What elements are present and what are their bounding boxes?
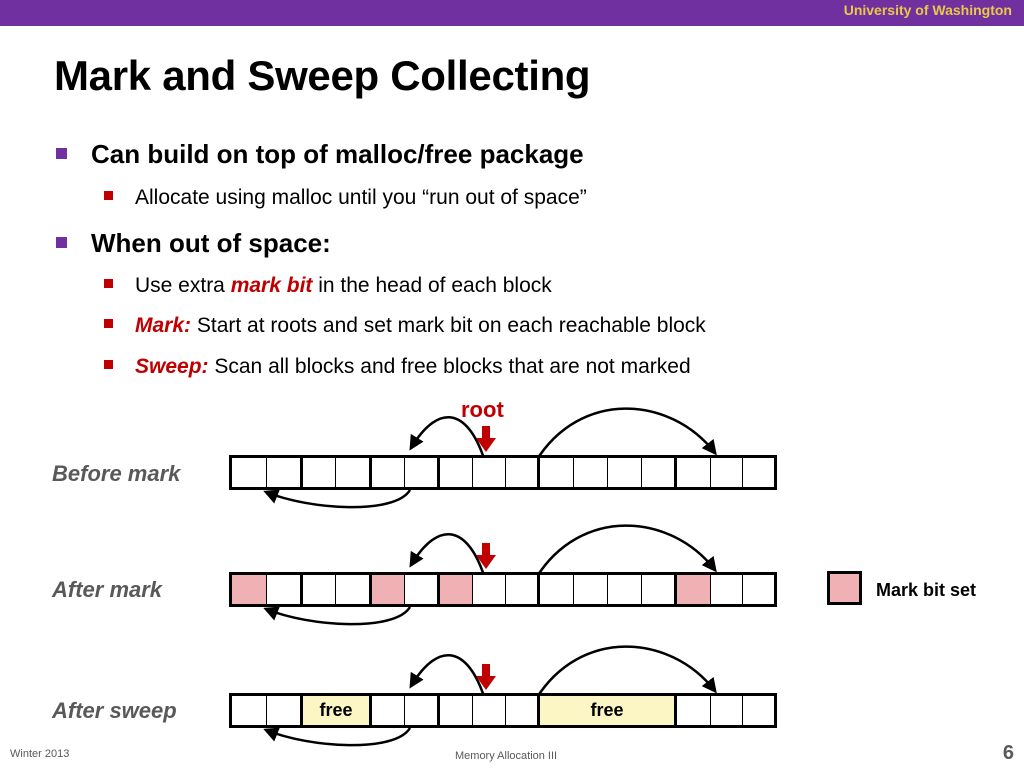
bullet-1-text: Can build on top of malloc/free package <box>91 139 584 169</box>
heap-word <box>267 696 303 725</box>
heap-word <box>711 696 743 725</box>
footer-term: Winter 2013 <box>10 748 70 760</box>
heap-word <box>677 696 711 725</box>
heap-word <box>743 575 774 604</box>
header-bar: University of Washington <box>0 0 1024 26</box>
heap-word <box>506 696 540 725</box>
heap-word <box>574 458 608 487</box>
heap-word <box>642 458 677 487</box>
pointer-arrow <box>263 606 412 626</box>
slide-title: Mark and Sweep Collecting <box>54 52 591 99</box>
heap-word-marked <box>232 575 267 604</box>
institution-name: University of Washington <box>843 2 1012 18</box>
heap-word <box>405 575 440 604</box>
heap-word <box>743 696 774 725</box>
root-arrow-shaft <box>482 426 490 440</box>
bullet-2: When out of space: <box>56 228 331 259</box>
heap-word <box>506 575 540 604</box>
heap-word <box>232 458 267 487</box>
legend-label: Mark bit set <box>876 580 977 600</box>
row-label-before-mark: Before mark <box>52 461 181 486</box>
bullet-2-1-pre: Use extra <box>135 274 231 297</box>
heap-word <box>743 458 774 487</box>
legend-swatch-mark-bit <box>827 571 862 605</box>
pointer-arrow <box>263 489 412 509</box>
heap-row-after-mark <box>229 572 777 607</box>
heap-word <box>440 696 473 725</box>
heap-word <box>642 575 677 604</box>
heap-word <box>372 458 405 487</box>
page-number: 6 <box>1002 742 1014 764</box>
heap-word <box>372 696 405 725</box>
heap-word <box>303 575 336 604</box>
heap-word-marked <box>372 575 405 604</box>
heap-word-marked <box>440 575 473 604</box>
pointer-arrow <box>409 533 488 583</box>
heap-word <box>232 696 267 725</box>
heap-word <box>267 575 303 604</box>
bullet-1: Can build on top of malloc/free package <box>56 139 584 170</box>
heap-word <box>540 575 574 604</box>
bullet-2-3: Sweep: Scan all blocks and free blocks t… <box>104 355 691 379</box>
root-arrows <box>476 426 496 690</box>
heap-row-before-mark <box>229 455 777 490</box>
bullet-2-text: When out of space: <box>91 228 331 258</box>
root-arrow-shaft <box>482 664 490 678</box>
pointer-arrow <box>534 524 717 579</box>
bullet-2-1-post: in the head of each block <box>312 274 552 297</box>
heap-word <box>540 458 574 487</box>
free-block: free <box>540 696 677 725</box>
heap-word <box>336 458 372 487</box>
footer-course: Memory Allocation III <box>455 750 558 762</box>
root-arrow-head <box>476 676 496 690</box>
row-label-after-sweep: After sweep <box>52 698 177 723</box>
bullet-1-1-text: Allocate using malloc until you “run out… <box>135 186 587 209</box>
heap-word <box>677 458 711 487</box>
heap-word <box>405 458 440 487</box>
free-block: free <box>303 696 372 725</box>
heap-word <box>473 458 506 487</box>
square-bullet-icon <box>104 319 113 328</box>
heap-word <box>608 575 642 604</box>
heap-word <box>574 575 608 604</box>
root-label: root <box>461 397 504 422</box>
bullet-2-2-emphasis: Mark: <box>135 314 192 337</box>
square-bullet-icon <box>104 360 113 369</box>
heap-word <box>473 696 506 725</box>
heap-word <box>440 458 473 487</box>
row-label-after-mark: After mark <box>52 577 163 602</box>
pointer-arrow <box>263 727 412 747</box>
pointer-arrow <box>409 416 488 466</box>
square-bullet-icon <box>104 279 113 288</box>
heap-word <box>473 575 506 604</box>
root-arrow-head <box>476 438 496 452</box>
heap-word <box>336 575 372 604</box>
heap-word <box>303 458 336 487</box>
heap-word-marked <box>677 575 711 604</box>
bullet-2-2-post: Start at roots and set mark bit on each … <box>191 314 706 337</box>
square-bullet-icon <box>56 237 67 248</box>
bullet-2-1-emphasis: mark bit <box>230 274 313 297</box>
square-bullet-icon <box>56 148 67 159</box>
bullet-2-2: Mark: Start at roots and set mark bit on… <box>104 314 706 338</box>
pointer-arrow <box>409 654 488 704</box>
pointer-arrow <box>534 645 717 700</box>
root-arrow-shaft <box>482 543 490 557</box>
heap-word <box>711 575 743 604</box>
pointer-arrow <box>534 407 717 462</box>
heap-row-after-sweep: free free <box>229 693 777 728</box>
heap-word <box>711 458 743 487</box>
bullet-2-1: Use extra mark bit in the head of each b… <box>104 274 552 298</box>
heap-word <box>608 458 642 487</box>
heap-word <box>405 696 440 725</box>
root-arrow-head <box>476 555 496 569</box>
bullet-2-3-emphasis: Sweep: <box>135 355 209 378</box>
square-bullet-icon <box>104 191 113 200</box>
bullet-2-3-post: Scan all blocks and free blocks that are… <box>208 355 691 378</box>
bullet-1-1: Allocate using malloc until you “run out… <box>104 186 587 210</box>
heap-word <box>506 458 540 487</box>
heap-word <box>267 458 303 487</box>
